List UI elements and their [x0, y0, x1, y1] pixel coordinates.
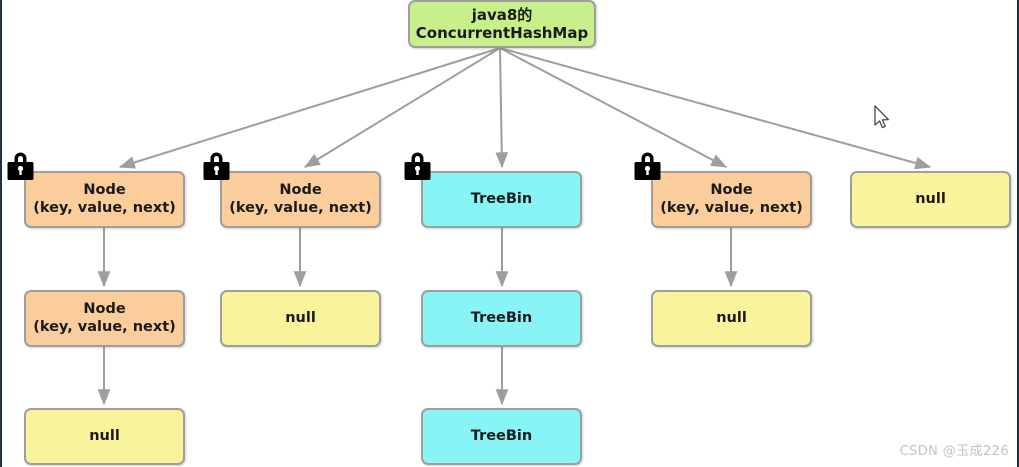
root-edge-4 — [499, 47, 932, 170]
cell-label-line1: Node — [83, 300, 126, 317]
cell-label-line1: Node — [710, 181, 753, 198]
bucket-cell-treebin-c2-r0[interactable]: TreeBin — [421, 171, 582, 228]
cell-label-line1: TreeBin — [470, 190, 533, 207]
bucket-cell-node-c1-r0[interactable]: Node(key, value, next) — [220, 171, 381, 228]
cell-label-line1: null — [716, 309, 747, 326]
watermark-text: CSDN @玉成226 — [899, 444, 1009, 459]
bucket-cell-null-c0-r2[interactable]: null — [24, 408, 185, 465]
root-node-label-line1: java8的 — [471, 5, 533, 24]
cell-label-line2: (key, value, next) — [33, 318, 176, 335]
chain-edges — [97, 228, 738, 406]
bucket-cell-node-c0-r0[interactable]: Node(key, value, next) — [24, 171, 185, 228]
cell-label-line2: (key, value, next) — [229, 199, 372, 216]
root-node-label-line2: ConcurrentHashMap — [415, 24, 589, 42]
root-edge-2 — [495, 47, 509, 169]
cell-label-line1: TreeBin — [470, 309, 533, 326]
cell-label-line1: Node — [83, 181, 126, 198]
bucket-cell-treebin-c2-r2[interactable]: TreeBin — [421, 408, 582, 465]
cell-label-line1: null — [89, 427, 120, 444]
cell-label-line1: null — [915, 190, 946, 207]
cell-label-line1: Node — [279, 181, 322, 198]
bucket-cell-null-c3-r1[interactable]: null — [651, 290, 812, 347]
cell-label-line1: TreeBin — [470, 427, 533, 444]
bucket-cell-treebin-c2-r1[interactable]: TreeBin — [421, 290, 582, 347]
canvas-left-border — [0, 0, 2, 467]
mouse-pointer-icon — [874, 105, 890, 129]
lock-icon — [404, 152, 431, 180]
cell-label-line2: (key, value, next) — [33, 199, 176, 216]
bucket-cell-node-c0-r1[interactable]: Node(key, value, next) — [24, 290, 185, 347]
cell-label-line2: (key, value, next) — [660, 199, 803, 216]
lock-icon — [7, 152, 34, 180]
lock-icon — [634, 152, 661, 180]
lock-icon — [203, 152, 230, 180]
root-node-concurrenthashmap[interactable]: java8的 ConcurrentHashMap — [408, 0, 596, 48]
cell-label-line1: null — [285, 309, 316, 326]
bucket-cell-null-c4-r0[interactable]: null — [850, 171, 1011, 228]
bucket-cell-null-c1-r1[interactable]: null — [220, 290, 381, 347]
root-edge-0 — [118, 47, 501, 169]
canvas-right-border — [1017, 0, 1019, 467]
root-edge-3 — [499, 47, 728, 168]
root-fanout-edges — [118, 47, 932, 170]
bucket-cell-node-c3-r0[interactable]: Node(key, value, next) — [651, 171, 812, 228]
